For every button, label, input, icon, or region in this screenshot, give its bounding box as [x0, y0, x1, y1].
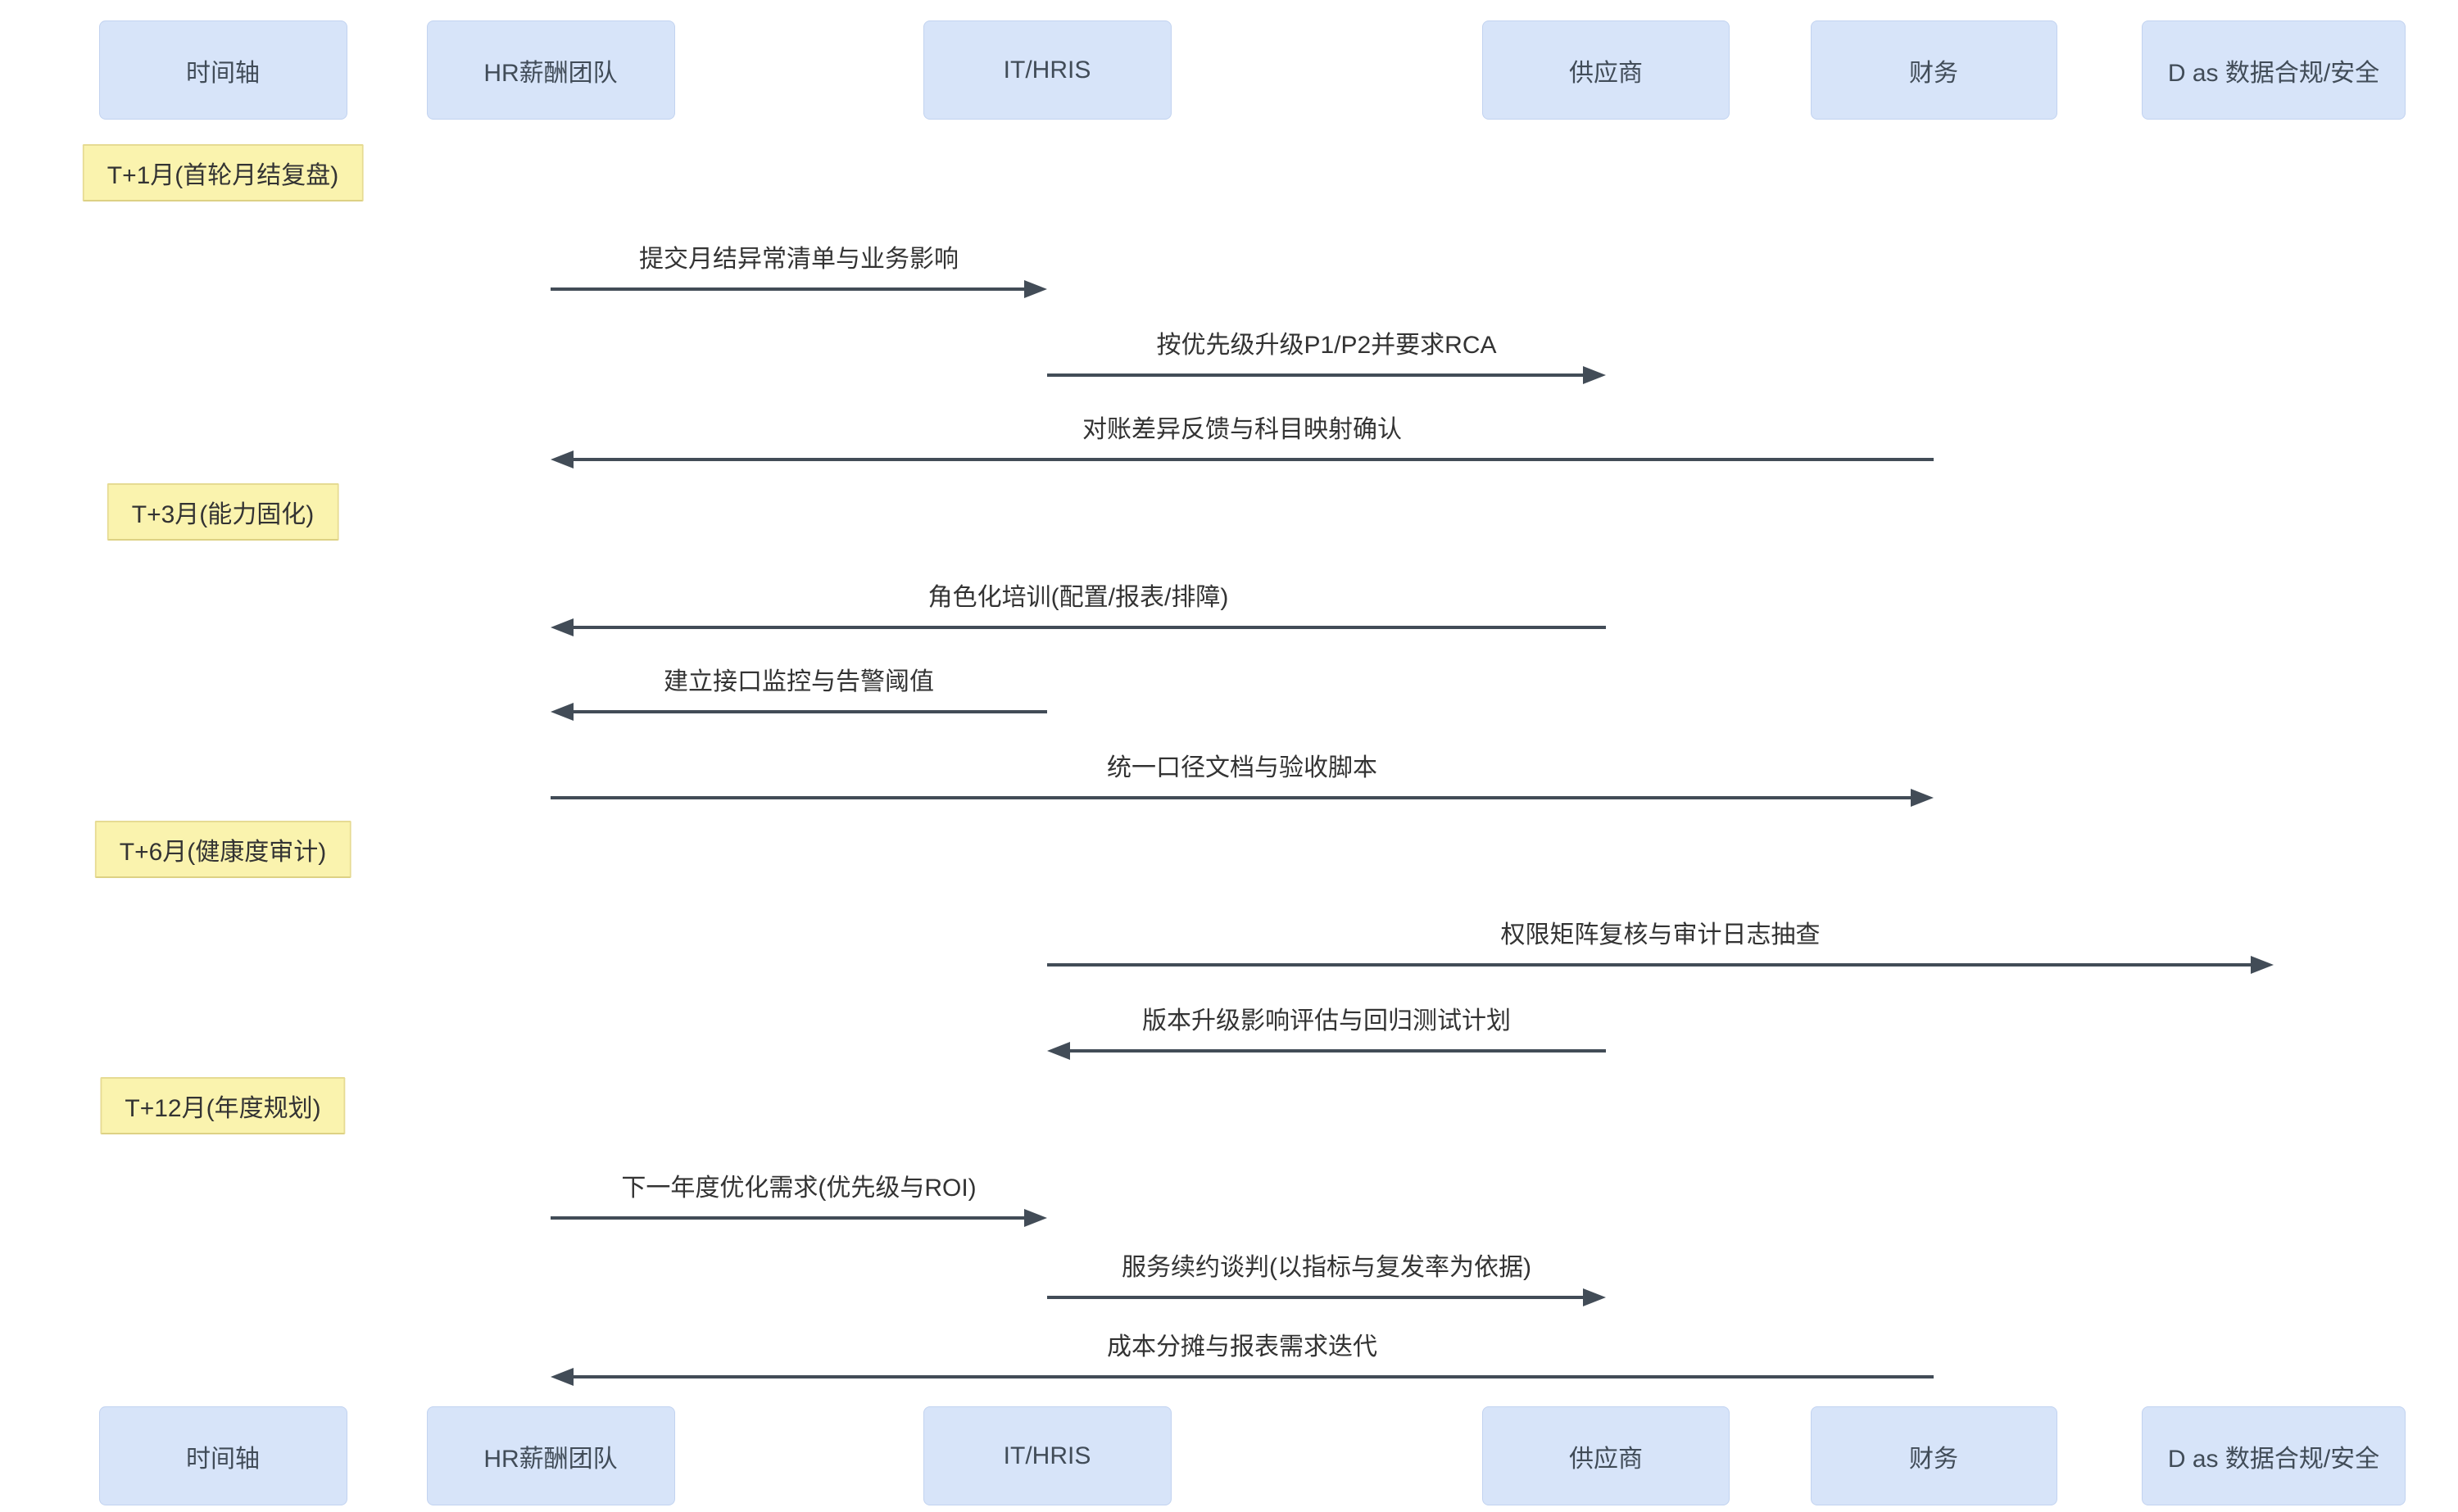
message-arrowhead-6: [1911, 789, 1934, 807]
timeline-note-4: T+12月(年度规划): [100, 1077, 346, 1134]
timeline-note-1: T+1月(首轮月结复盘): [82, 144, 364, 201]
message-arrowhead-9: [1024, 1209, 1047, 1227]
message-arrowhead-7: [2251, 956, 2274, 974]
message-label-7: 权限矩阵复核与审计日志抽查: [1500, 921, 1821, 948]
message-arrowhead-8: [1047, 1042, 1070, 1060]
message-line-9: [551, 1216, 1029, 1220]
message-arrowhead-5: [551, 703, 574, 721]
participant-timeline-top: 时间轴: [98, 20, 347, 120]
participant-hr-top: HR薪酬团队: [426, 20, 675, 120]
timeline-note-2: T+3月(能力固化): [107, 483, 339, 541]
message-arrowhead-1: [1024, 280, 1047, 298]
message-label-5: 建立接口监控与告警阈值: [664, 668, 934, 695]
participant-hr-bottom: HR薪酬团队: [426, 1406, 675, 1505]
message-line-10: [1047, 1296, 1588, 1299]
message-label-11: 成本分摊与报表需求迭代: [1107, 1333, 1377, 1360]
message-label-6: 统一口径文档与验收脚本: [1107, 754, 1377, 781]
participant-it-top: IT/HRIS: [923, 20, 1172, 120]
message-label-3: 对账差异反馈与科目映射确认: [1082, 416, 1402, 443]
participant-it-bottom: IT/HRIS: [923, 1406, 1172, 1505]
participant-compliance-top: D as 数据合规/安全: [2142, 20, 2406, 120]
message-line-6: [551, 796, 1916, 799]
message-label-4: 角色化培训(配置/报表/排障): [927, 584, 1229, 611]
message-label-2: 按优先级升级P1/P2并要求RCA: [1156, 332, 1497, 359]
message-line-2: [1047, 373, 1588, 377]
message-arrowhead-3: [551, 450, 574, 469]
message-line-1: [551, 287, 1029, 291]
participant-vendor-bottom: 供应商: [1482, 1406, 1730, 1505]
participant-compliance-bottom: D as 数据合规/安全: [2142, 1406, 2406, 1505]
participant-vendor-top: 供应商: [1482, 20, 1730, 120]
participant-timeline-bottom: 时间轴: [98, 1406, 347, 1505]
message-label-8: 版本升级影响评估与回归测试计划: [1142, 1007, 1511, 1034]
message-arrowhead-2: [1583, 366, 1606, 384]
participant-finance-bottom: 财务: [1810, 1406, 2057, 1505]
message-line-4: [569, 626, 1606, 629]
message-line-3: [569, 458, 1934, 461]
message-label-9: 下一年度优化需求(优先级与ROI): [621, 1175, 977, 1202]
message-line-7: [1047, 963, 2256, 967]
message-label-1: 提交月结异常清单与业务影响: [639, 246, 959, 273]
message-arrowhead-10: [1583, 1288, 1606, 1306]
message-line-8: [1065, 1049, 1606, 1053]
timeline-note-3: T+6月(健康度审计): [94, 821, 351, 878]
participant-finance-top: 财务: [1810, 20, 2057, 120]
message-label-10: 服务续约谈判(以指标与复发率为依据): [1122, 1254, 1531, 1281]
message-arrowhead-4: [551, 618, 574, 636]
message-line-5: [569, 710, 1047, 713]
message-line-11: [569, 1375, 1934, 1378]
message-arrowhead-11: [551, 1368, 574, 1386]
